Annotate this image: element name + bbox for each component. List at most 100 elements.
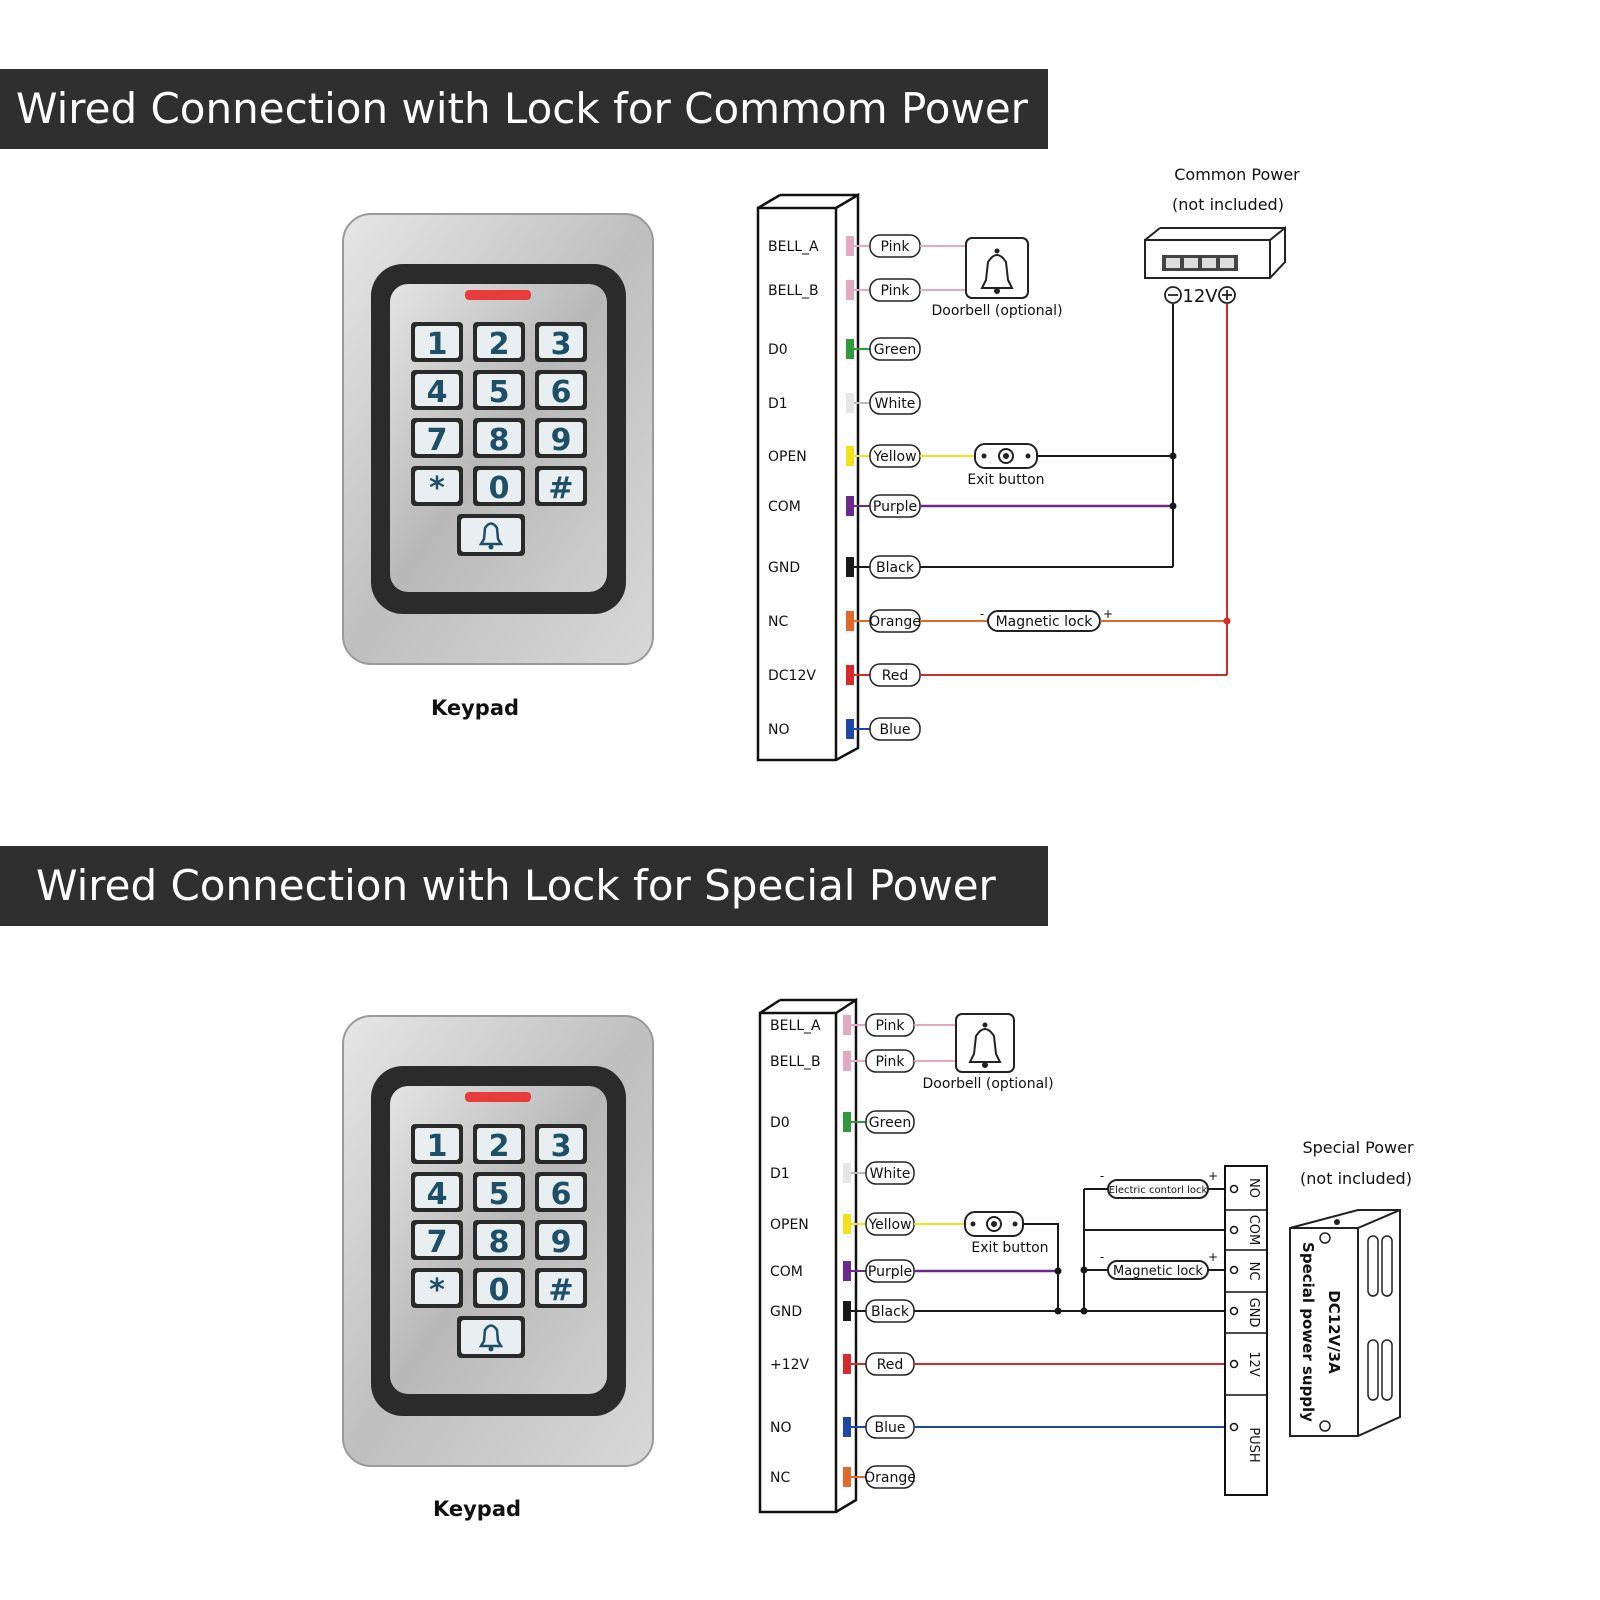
key-2: 2	[473, 322, 525, 362]
terminal-label: BELL_B	[770, 1054, 821, 1070]
wire-tab	[843, 1051, 851, 1071]
key-3: 3	[535, 1124, 587, 1164]
key-label: 7	[427, 423, 448, 458]
special-power-supply: Special Power (not included) DC12V/3A Sp…	[1289, 1138, 1414, 1437]
key-label: 0	[489, 1273, 510, 1308]
electric-lock-label: Electric contorl lock	[1109, 1185, 1208, 1196]
wire-color-label: Green	[874, 342, 916, 358]
doorbell-2: Doorbell (optional)	[914, 1013, 1054, 1092]
lock-plus: +	[1208, 1250, 1218, 1264]
key-label: 0	[489, 471, 510, 506]
section-2-title: Wired Connection with Lock for Special P…	[0, 846, 1048, 926]
wire-color-label: Green	[869, 1115, 911, 1131]
key-label: *	[429, 471, 445, 506]
wire-color-label: Blue	[875, 1420, 906, 1436]
key-label: #	[548, 471, 573, 506]
wire-color-label: Orange	[869, 614, 921, 630]
terminal-label: +12V	[770, 1357, 810, 1373]
key-4: 4	[411, 1172, 463, 1212]
supply-terminal-label: GND	[1246, 1298, 1261, 1328]
key-label: 1	[427, 1129, 448, 1164]
terminal-label: D0	[768, 342, 788, 358]
key-star: *	[411, 1268, 463, 1308]
terminal-label: COM	[768, 499, 801, 515]
key-9: 9	[535, 1220, 587, 1260]
doorbell-label: Doorbell (optional)	[931, 303, 1062, 319]
wire-color-label: Purple	[873, 499, 917, 515]
screw-terminal	[1229, 1184, 1239, 1194]
terminal-row-com: COM Purple	[768, 494, 921, 518]
key-8: 8	[473, 418, 525, 458]
key-7: 7	[411, 418, 463, 458]
wire-color-tag	[869, 391, 921, 415]
terminal-label: NC	[768, 614, 788, 630]
screw-terminal	[1229, 1265, 1239, 1275]
terminal-label: GND	[770, 1304, 802, 1320]
terminal-strip-1	[756, 192, 860, 762]
terminal-label: BELL_B	[768, 283, 819, 299]
key-star: *	[411, 466, 463, 506]
power-note: (not included)	[1172, 195, 1284, 214]
wire-tab	[843, 1261, 851, 1281]
wire-color-label: Red	[882, 668, 909, 684]
wire-color-label: Black	[876, 560, 915, 576]
supply-terminal-label: NC	[1246, 1262, 1261, 1281]
wire-color-label: Pink	[875, 1018, 905, 1034]
key-0: 0	[473, 1268, 525, 1308]
terminal-label: BELL_A	[770, 1018, 821, 1034]
lock-minus: -	[1100, 1169, 1104, 1183]
wire-tab	[843, 1417, 851, 1437]
screw-terminal	[1229, 1306, 1239, 1316]
key-label: 6	[551, 1177, 572, 1212]
exit-button-1: Exit button	[920, 443, 1173, 488]
wire-color-tag	[865, 1465, 915, 1489]
keypad-label: Keypad	[433, 1497, 521, 1521]
lock-minus: -	[1100, 1250, 1104, 1264]
terminal-label: DC12V	[768, 668, 816, 684]
supply-model: DC12V/3A	[1325, 1290, 1343, 1374]
screw-terminal	[1229, 1422, 1239, 1432]
magnetic-lock-label: Magnetic lock	[1113, 1264, 1203, 1279]
supply-terminal-label: 12V	[1246, 1351, 1261, 1377]
magnetic-lock-label: Magnetic lock	[996, 614, 1094, 630]
status-led	[465, 1092, 531, 1102]
key-0: 0	[473, 466, 525, 506]
magnetic-lock-2: Magnetic lock - +	[1084, 1250, 1225, 1280]
supply-name: Special power supply	[1299, 1242, 1317, 1422]
wire-tab	[843, 1301, 851, 1321]
wire-tab	[846, 719, 854, 739]
key-label: 5	[489, 375, 510, 410]
key-label: 8	[489, 1225, 510, 1260]
wire-tab	[843, 1015, 851, 1035]
key-2: 2	[473, 1124, 525, 1164]
bell-icon	[478, 1324, 504, 1352]
lock-plus: +	[1208, 1169, 1218, 1183]
lock-minus: -	[980, 607, 984, 621]
wire-color-label: Blue	[880, 722, 911, 738]
terminal-row-bella: BELL_A Pink	[770, 1013, 915, 1037]
bell-key	[457, 514, 525, 556]
key-9: 9	[535, 418, 587, 458]
key-label: 2	[489, 1129, 510, 1164]
wire-color-tag	[869, 717, 921, 741]
wire-tab	[846, 611, 854, 631]
bell-key	[457, 1316, 525, 1358]
lock-plus: +	[1103, 607, 1113, 621]
wire-color-tag	[869, 337, 921, 361]
wire-tab	[843, 1214, 851, 1234]
wire-tab	[843, 1467, 851, 1487]
key-8: 8	[473, 1220, 525, 1260]
